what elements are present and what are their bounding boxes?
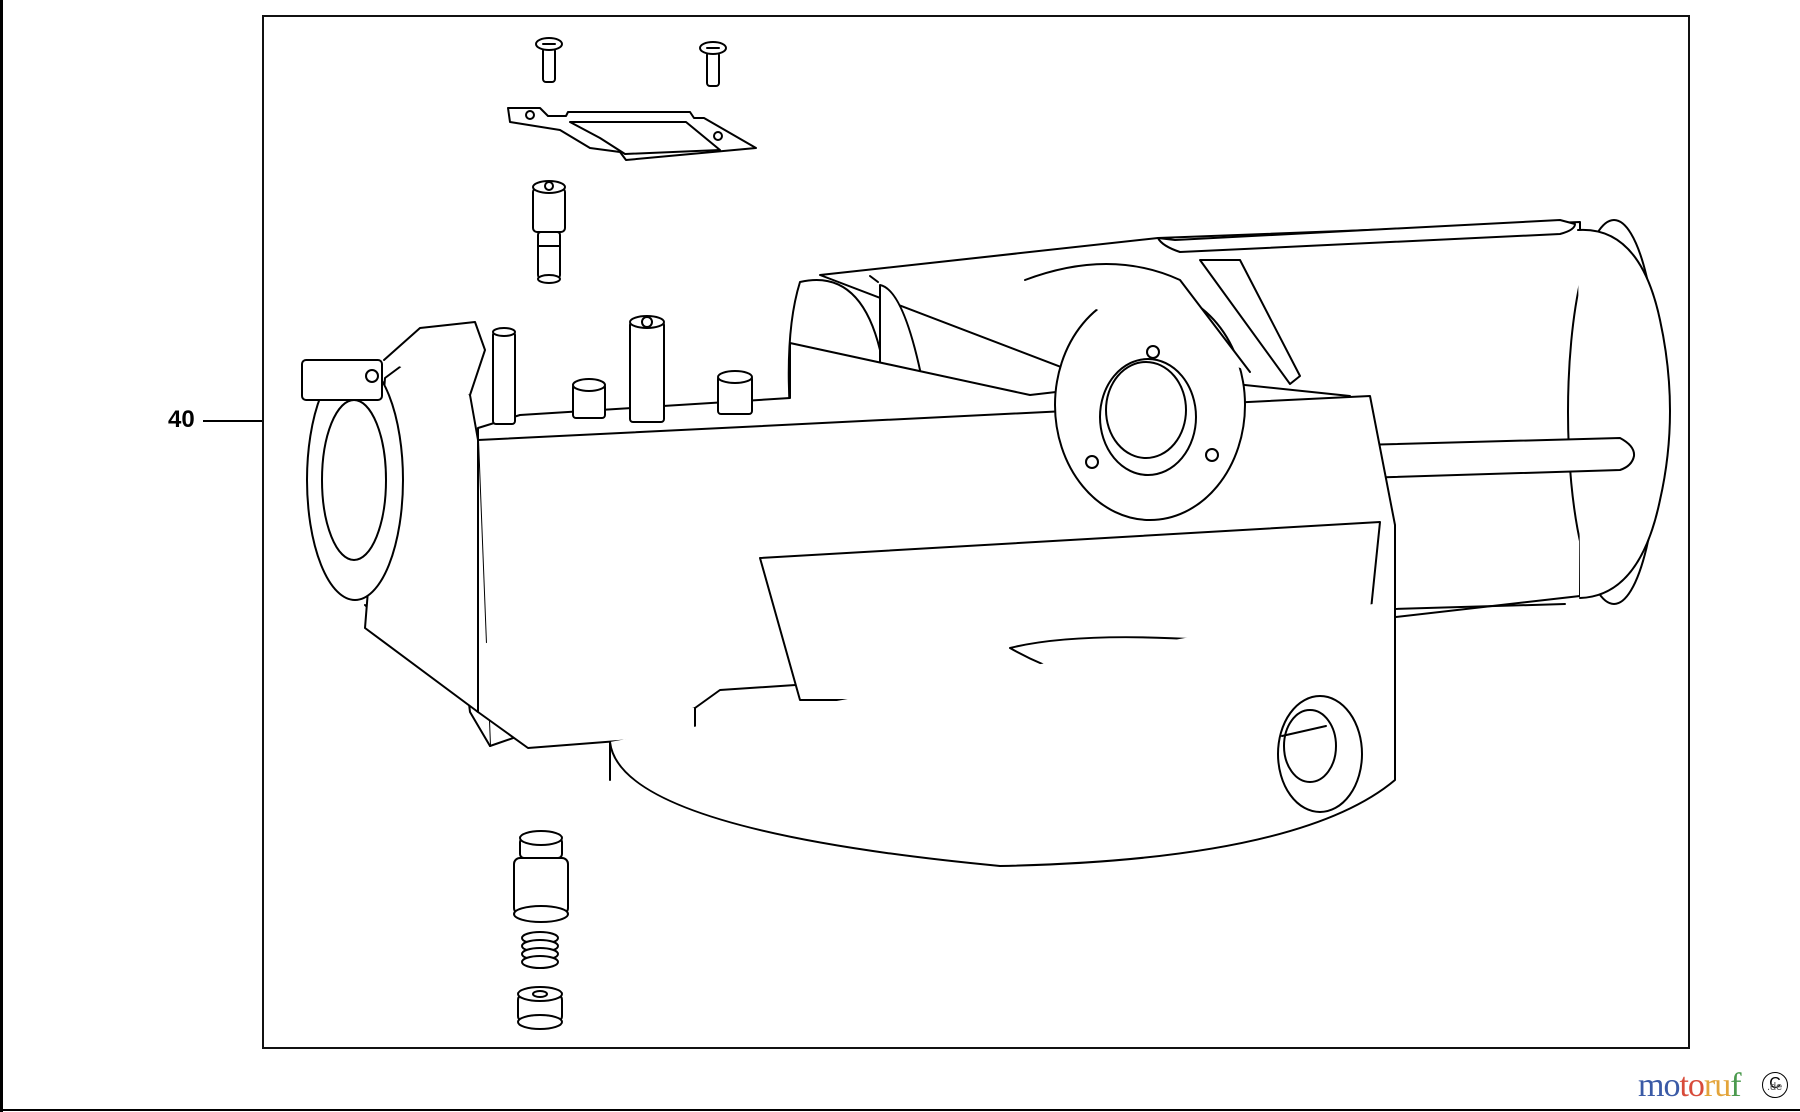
callout-leader-line xyxy=(203,420,262,422)
callout-label-40: 40 xyxy=(168,406,195,433)
diagram-frame xyxy=(262,15,1690,1049)
gasket-plate xyxy=(507,107,757,161)
pin-shaft xyxy=(532,180,566,284)
brand-part-4: f xyxy=(1730,1067,1741,1104)
brand-part-3: ru xyxy=(1703,1067,1731,1104)
cap-nut xyxy=(513,830,569,923)
watermark-circle-letter: C xyxy=(1762,1072,1788,1098)
foot-nut xyxy=(517,986,563,1030)
screw-right xyxy=(699,41,727,87)
deck-posts xyxy=(492,315,753,425)
bottom-border-rule xyxy=(0,1109,1800,1111)
brand-part-2: to xyxy=(1679,1067,1704,1104)
screw-left xyxy=(535,37,563,83)
watermark-suffix: .de xyxy=(1767,1081,1783,1093)
spring xyxy=(521,931,559,969)
brand-part-1: mo xyxy=(1638,1067,1680,1104)
main-body xyxy=(301,263,1396,867)
left-border-rule xyxy=(0,0,3,1112)
watermark-brand: motoruf xyxy=(1638,1067,1742,1104)
